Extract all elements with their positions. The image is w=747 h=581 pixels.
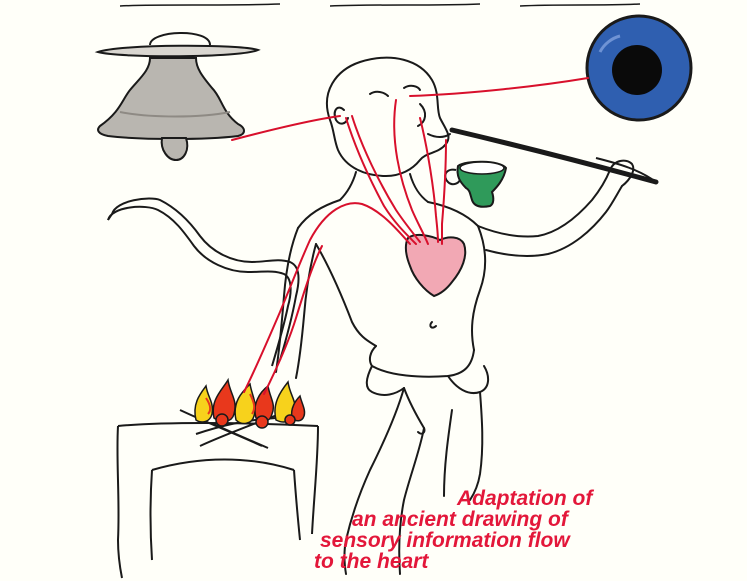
rope-sketch	[108, 199, 298, 366]
bell-icon	[98, 33, 258, 160]
nerve-mouth-to-heart	[442, 140, 446, 244]
top-edge-scribble	[120, 4, 640, 6]
figure-head	[327, 58, 449, 176]
caption-line-1: Adaptation of	[300, 488, 740, 509]
nerve-fire-to-heart	[244, 203, 410, 392]
figure-caption: Adaptation of an ancient drawing of sens…	[300, 488, 740, 572]
nerve-bell-to-ear	[232, 116, 340, 140]
cup-icon	[445, 162, 506, 207]
figure-shorts	[370, 346, 474, 377]
stool-sketch	[117, 410, 318, 578]
caption-line-3: sensory information flow	[300, 530, 740, 551]
nerve-ear-to-heart	[346, 118, 416, 244]
caption-line-4: to the heart	[300, 551, 740, 572]
caption-line-2: an ancient drawing of	[300, 509, 740, 530]
eye-disc-icon	[587, 16, 691, 120]
figure-right-leg	[470, 392, 482, 500]
fire-icon	[195, 380, 305, 428]
